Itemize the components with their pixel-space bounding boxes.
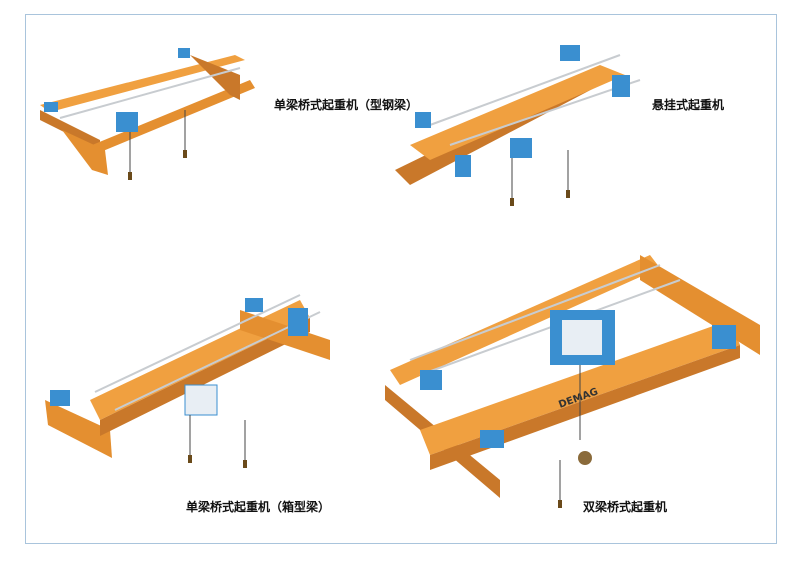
crane-double-girder: DEMAG xyxy=(385,255,760,509)
crane-suspension xyxy=(395,45,641,207)
label-double-girder: 双梁桥式起重机 xyxy=(583,500,668,514)
hoist xyxy=(510,138,532,158)
figure-frame xyxy=(25,14,777,544)
crane-single-girder-box xyxy=(45,294,330,469)
label-single-girder-rolled: 单梁桥式起重机（型钢梁） xyxy=(274,98,419,112)
label-suspension: 悬挂式起重机 xyxy=(652,98,725,112)
label-single-girder-box: 单梁桥式起重机（箱型梁） xyxy=(186,500,331,514)
crane-single-girder-rolled xyxy=(40,48,255,181)
hoist xyxy=(116,112,138,132)
